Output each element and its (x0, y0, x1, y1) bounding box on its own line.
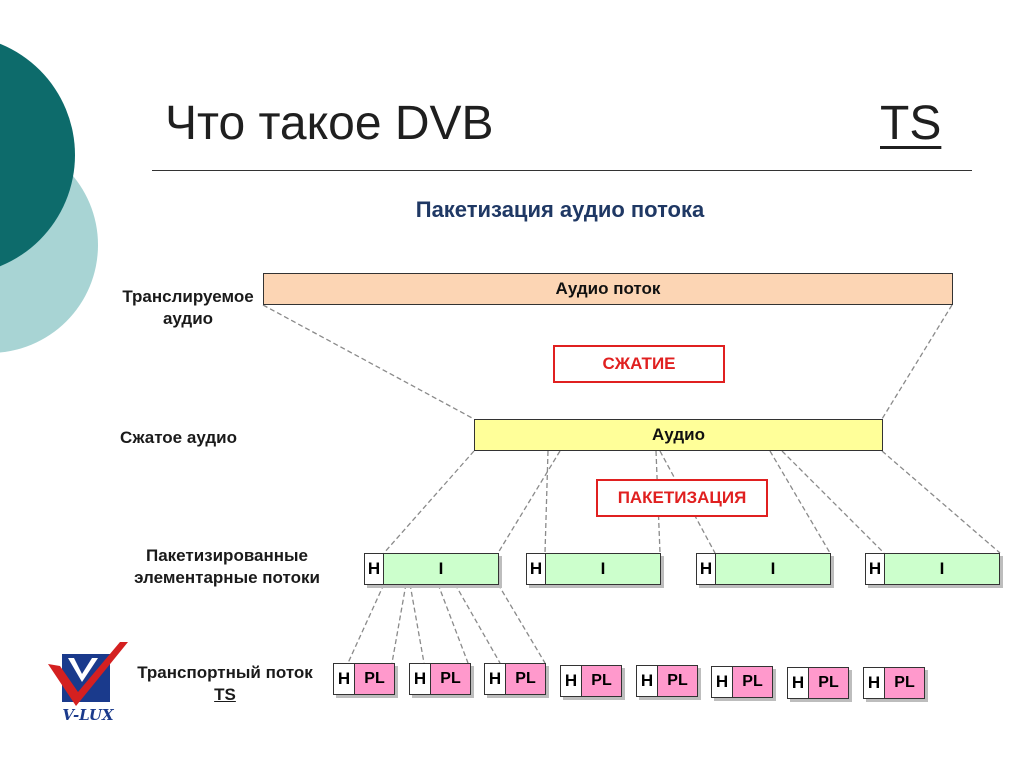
ts-payload: PL (506, 663, 546, 695)
ts-packet: H PL (863, 667, 925, 699)
connector-line (881, 450, 1001, 554)
pes-header: H (865, 553, 885, 585)
teal-dark-circle (0, 43, 75, 267)
connector-line (544, 450, 549, 554)
ts-payload: PL (658, 665, 698, 697)
ts-packet: H PL (484, 663, 546, 695)
vlux-logo: V-LUX (48, 642, 128, 724)
label-broadcast-audio: Транслируемое аудио (108, 286, 268, 330)
pes-packet: H I (696, 553, 831, 585)
ts-packet: H PL (333, 663, 395, 695)
ts-packet: H PL (636, 665, 698, 697)
ts-header: H (787, 667, 809, 699)
ts-payload: PL (885, 667, 925, 699)
ts-payload: PL (355, 663, 395, 695)
ts-header: H (484, 663, 506, 695)
pes-header: H (696, 553, 716, 585)
ts-header: H (560, 665, 582, 697)
connector-line (497, 450, 561, 554)
connector-line (391, 583, 407, 664)
label-transport-stream: Транспортный поток TS (120, 662, 330, 706)
pes-payload: I (384, 553, 499, 585)
label-transport-line2: TS (214, 685, 236, 705)
pes-payload: I (716, 553, 831, 585)
compression-label: СЖАТИЕ (602, 354, 676, 373)
ts-packet: H PL (409, 663, 471, 695)
ts-payload: PL (582, 665, 622, 697)
connector-line (262, 304, 475, 420)
ts-header: H (409, 663, 431, 695)
packetization-label: ПАКЕТИЗАЦИЯ (617, 488, 747, 507)
pes-packet: H I (364, 553, 499, 585)
ts-header: H (636, 665, 658, 697)
label-pes: Пакетизированные элементарные потоки (112, 545, 342, 589)
label-compressed-audio: Сжатое аудио (120, 428, 237, 447)
connector-line (454, 583, 501, 664)
ts-payload: PL (733, 666, 773, 698)
ts-header: H (711, 666, 733, 698)
ts-payload: PL (431, 663, 471, 695)
connector-line (769, 450, 831, 554)
connector-line (881, 304, 953, 420)
page-title: Что такое DVB (165, 97, 494, 150)
packetization-box: ПАКЕТИЗАЦИЯ (596, 479, 768, 517)
pes-packet: H I (526, 553, 661, 585)
logo-text: V-LUX (62, 706, 115, 724)
connector-line (497, 583, 546, 664)
ts-packet: H PL (560, 665, 622, 697)
ts-payload: PL (809, 667, 849, 699)
section-title: TS (880, 97, 942, 150)
ts-header: H (863, 667, 885, 699)
compression-box: СЖАТИЕ (553, 345, 725, 383)
ts-packet: H PL (787, 667, 849, 699)
audio-stream-label: Аудио поток (555, 279, 661, 298)
diagram-subtitle: Пакетизация аудио потока (415, 197, 705, 222)
pes-payload: I (546, 553, 661, 585)
connector-line (409, 583, 425, 664)
audio-label: Аудио (652, 425, 705, 444)
audio-box: Аудио (474, 419, 883, 451)
pes-header: H (526, 553, 546, 585)
ts-header: H (333, 663, 355, 695)
connector-line (781, 450, 885, 554)
title-divider (152, 170, 972, 171)
label-broadcast-audio-text: Транслируемое аудио (122, 287, 254, 329)
connector-line (437, 583, 469, 664)
logo-v-inner (68, 658, 98, 682)
label-transport-line1: Транспортный поток (137, 663, 313, 682)
connector-line (383, 450, 475, 554)
label-pes-text: Пакетизированные элементарные потоки (134, 546, 320, 588)
pes-header: H (364, 553, 384, 585)
ts-packet: H PL (711, 666, 773, 698)
logo-v-mark (48, 642, 128, 706)
pes-packet: H I (865, 553, 1000, 585)
audio-stream-box: Аудио поток (263, 273, 953, 305)
connector-line (347, 583, 385, 664)
pes-payload: I (885, 553, 1000, 585)
